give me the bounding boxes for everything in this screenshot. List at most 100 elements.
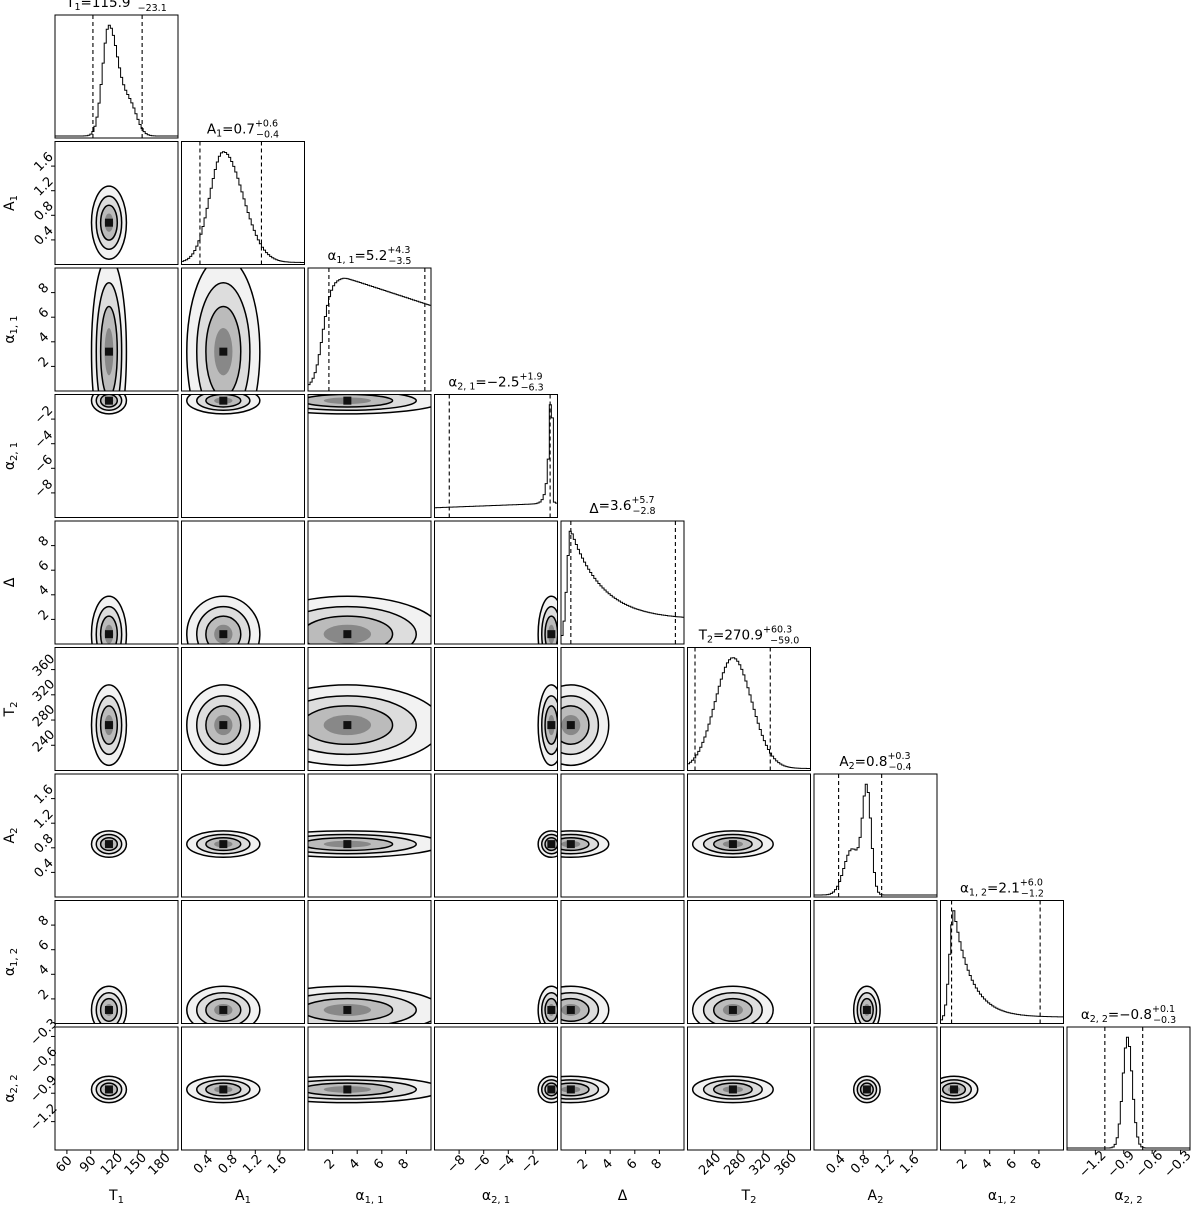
hist-A1 [181, 151, 305, 265]
density-peak [566, 840, 575, 849]
contour-line [95, 833, 123, 855]
contour-line [691, 830, 774, 859]
contour-line [186, 684, 261, 767]
contour-line [308, 394, 417, 411]
contour-line [95, 605, 123, 644]
ytick-A1: 1.2 [31, 174, 56, 199]
contour-line [308, 684, 431, 767]
contour-line [544, 837, 558, 852]
ytick-T2: 280 [30, 702, 58, 730]
contour-line [537, 684, 558, 767]
panel-frame [434, 520, 558, 645]
density-peak [566, 1005, 575, 1014]
contour-line [308, 1082, 394, 1097]
panel-frame [1066, 1026, 1191, 1151]
hist-panel-alpha11: α1, 1=5.2+4.3−3.5 [307, 245, 432, 392]
contour-line [537, 595, 558, 644]
ytick-alpha12: 6 [36, 938, 52, 954]
xtick-T1: 150 [122, 1150, 150, 1178]
xtick-A1: 1.6 [265, 1152, 290, 1177]
ytick-T2: 320 [30, 677, 58, 705]
panel-alpha11-vs-T2 [307, 647, 432, 771]
density-peak [219, 721, 228, 730]
ylabel-alpha11: α1, 1 [2, 315, 20, 343]
xlabel-alpha21: α2, 1 [482, 1188, 510, 1206]
contour-line [852, 1075, 881, 1104]
contour-line [308, 992, 417, 1024]
ytick-Delta: 6 [36, 558, 52, 574]
xtick-T2: 240 [696, 1150, 724, 1178]
density-peak [219, 1005, 228, 1014]
ylabel-A2: A2 [2, 828, 20, 844]
ytick-alpha21: −2 [32, 403, 56, 427]
contour-line [308, 830, 431, 859]
panel-A1-vs-alpha11 [181, 267, 305, 392]
ytick-alpha22: −0.3 [28, 1016, 61, 1049]
ytick-alpha11: 8 [36, 280, 52, 296]
panel-frame [54, 647, 179, 771]
contour-line [205, 394, 242, 408]
contour-line [859, 1082, 874, 1097]
density-peak [219, 347, 228, 356]
panel-frame [434, 773, 558, 898]
contour-line [308, 605, 417, 644]
panel-frame [54, 1026, 179, 1151]
panel-frame [181, 394, 305, 518]
ytick-A2: 0.8 [31, 831, 56, 856]
xtick-A1: 0.4 [191, 1152, 216, 1177]
xtick-alpha22: −0.6 [1133, 1148, 1166, 1181]
title-alpha12: α1, 2=2.1+6.0−1.2 [960, 878, 1044, 900]
panel-frame [181, 647, 305, 771]
panel-A1-vs-Delta [181, 520, 305, 645]
xtick-A1: 1.2 [240, 1152, 265, 1177]
panel-frame [181, 773, 305, 898]
ytick-alpha12: 2 [36, 987, 52, 1003]
xtick-A2: 1.6 [897, 1152, 922, 1177]
panel-frame [54, 14, 179, 139]
contour-line [99, 305, 119, 391]
panel-A1-vs-alpha12 [181, 900, 305, 1024]
density-peak [104, 840, 113, 849]
panel-frame [940, 1026, 1064, 1151]
title-Delta: Δ=3.6+5.7−2.8 [589, 495, 655, 517]
panel-alpha21-vs-Delta [434, 520, 558, 645]
ytick-A1: 1.6 [31, 150, 56, 175]
contour-line [90, 185, 128, 260]
contour-line [308, 595, 431, 618]
title-T2: T2=270.9+60.3−59.0 [698, 625, 800, 647]
contour-line [537, 1075, 558, 1104]
panel-frame [307, 394, 432, 518]
xtick-alpha21: −4 [494, 1152, 518, 1176]
contour-line [186, 830, 261, 859]
contour-line [940, 1079, 972, 1100]
contour-line [308, 985, 431, 1024]
panel-alpha21-vs-alpha22: −8−6−4−2α2, 1 [434, 1026, 558, 1206]
contour-line [541, 833, 558, 855]
contour-line [561, 985, 610, 1024]
xlabel-T2: T2 [741, 1188, 757, 1206]
xtick-alpha11: 8 [396, 1156, 412, 1172]
ytick-alpha11: 2 [36, 354, 52, 370]
contour-line [561, 1075, 610, 1104]
hist-panel-T2: T2=270.9+60.3−59.0 [687, 625, 811, 771]
contour-line [308, 1079, 417, 1100]
contour-line [561, 997, 590, 1023]
contour-line [691, 985, 774, 1024]
xtick-Delta: 2 [575, 1156, 591, 1172]
xtick-alpha21: −6 [469, 1152, 493, 1176]
xtick-alpha12: 6 [1004, 1156, 1020, 1172]
panel-A1-vs-T2 [181, 647, 305, 771]
contour-line [196, 605, 251, 644]
contour-line [308, 833, 417, 855]
contour-line [561, 1079, 600, 1100]
xlabel-A2: A2 [868, 1188, 884, 1206]
contour-line [196, 282, 251, 391]
contour-line [561, 705, 590, 746]
ylabel-alpha22: α2, 2 [2, 1074, 20, 1102]
xtick-T2: 320 [747, 1150, 775, 1178]
ytick-A1: 0.8 [31, 199, 56, 224]
xtick-T2: 360 [772, 1150, 800, 1178]
